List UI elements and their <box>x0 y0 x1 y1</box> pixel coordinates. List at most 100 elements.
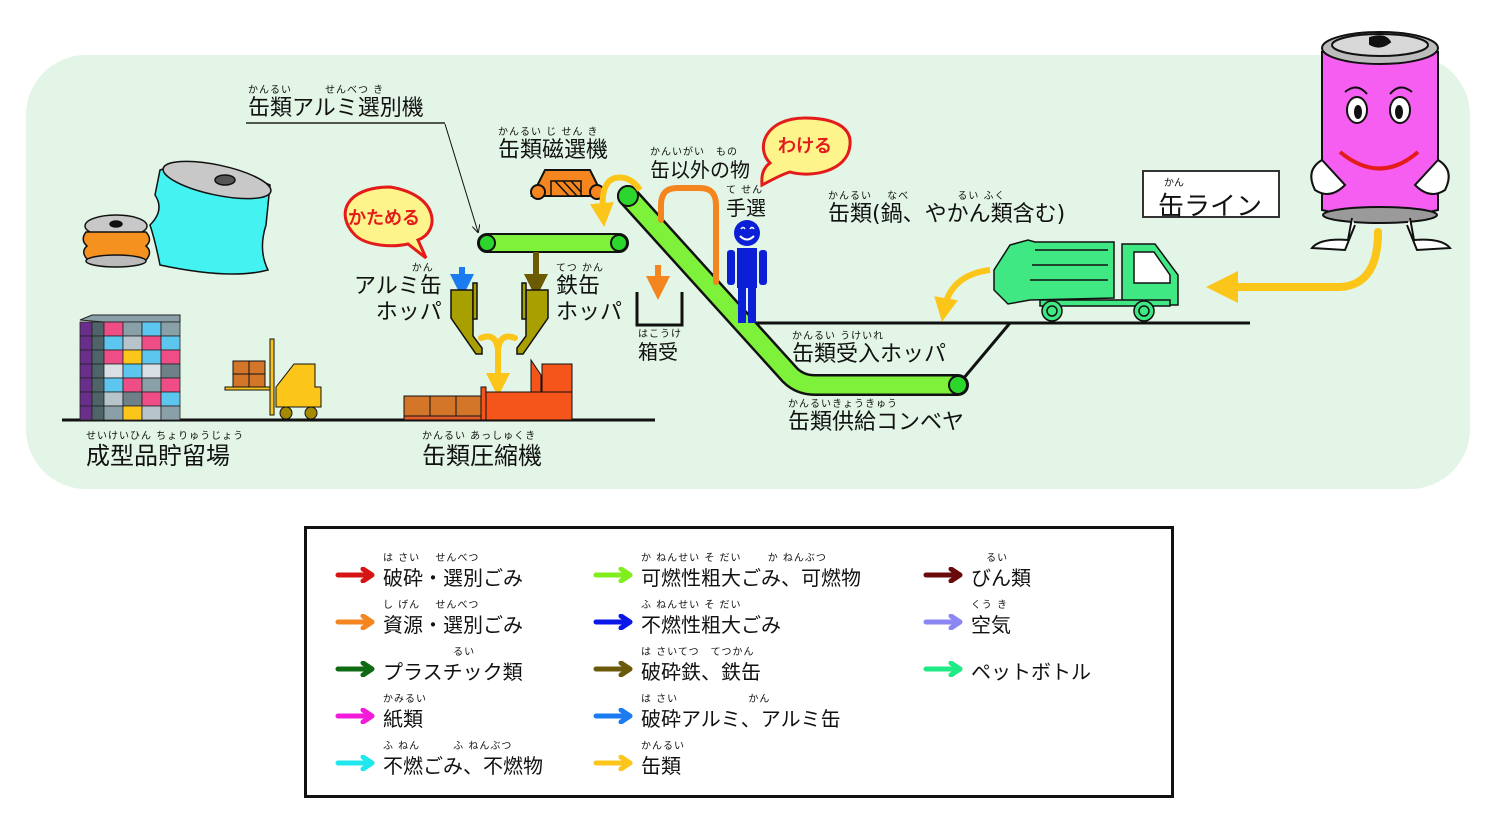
legend-item-label: 破砕アルミ、アルミ缶 <box>641 707 841 731</box>
legend-item-ruby: るい <box>383 647 476 658</box>
legend-item-ruby: は さい かん <box>641 694 771 705</box>
label-iron-hopper: てつ かん 鉄缶 ホッパ <box>556 263 623 325</box>
legend-arrow-icon <box>593 567 633 583</box>
legend-item-label: 空気 <box>971 613 1011 637</box>
legend-arrow-icon <box>923 567 963 583</box>
pallet-cell <box>79 321 93 337</box>
pallet-cell <box>103 335 124 351</box>
pallet-cell <box>160 405 181 421</box>
pallet-cell <box>122 349 143 365</box>
legend-arrow-icon <box>335 614 375 630</box>
non-can-flow-arrow <box>658 185 719 285</box>
pallet-stack <box>79 314 181 421</box>
mascot-flow-line <box>1336 228 1382 291</box>
pallet-cell <box>79 335 93 351</box>
compress-bubble-text: かためる <box>348 208 420 229</box>
hand-sort-worker <box>727 220 767 323</box>
legend-item-ruby: ふ ねんせい そ だい <box>641 600 742 611</box>
garbage-truck <box>993 239 1179 322</box>
can-mascot <box>1310 31 1452 252</box>
merge-can-flow-arrow <box>478 333 518 386</box>
pallet-cell <box>79 349 93 365</box>
can-flow-arrow-to-sorter <box>589 174 643 227</box>
aluminum-sorter-conveyor <box>477 233 629 253</box>
legend-item-ruby: か ねんせい そ だい か ねんぶつ <box>641 553 827 564</box>
magnetic-sorter <box>530 169 605 200</box>
legend-arrow-icon <box>593 614 633 630</box>
legend-arrow-icon <box>335 567 375 583</box>
pallet-cell <box>103 321 124 337</box>
pallet-cell <box>160 391 181 407</box>
pallet-cell <box>103 349 124 365</box>
pallet-cell <box>103 405 124 421</box>
sort-bubble-text: わける <box>778 136 832 157</box>
legend-item-label: 破砕鉄、鉄缶 <box>641 660 761 684</box>
crushed-cans <box>82 160 272 275</box>
pallet-cell <box>160 335 181 351</box>
label-aluminum-hopper: かん アルミ缶 ホッパ <box>354 263 442 325</box>
pallet-cell <box>122 335 143 351</box>
pallet-cell <box>79 377 93 393</box>
label-magnetic-sorter: かんるい じ せん き 缶類磁選機 <box>498 127 609 163</box>
pallet-cell <box>122 321 143 337</box>
pallet-cell <box>91 377 105 393</box>
legend-arrow-icon <box>593 755 633 771</box>
label-cans-including-pots: かんるい なべ るい ふく 缶類(鍋、やかん類含む) <box>828 191 1066 227</box>
label-hand-sort: て せん 手選 <box>726 185 766 220</box>
legend-arrow-icon <box>923 614 963 630</box>
can-line-title: 缶ライン <box>1158 192 1263 222</box>
legend-item-label: 不燃性粗大ごみ <box>641 613 781 637</box>
aluminum-hopper <box>450 282 483 355</box>
pallet-cell <box>141 377 162 393</box>
can-compactor <box>403 358 573 421</box>
label-supply-conveyor: かんるいきょうきゅう 缶類供給コンベヤ <box>788 399 965 435</box>
pallet-cell <box>141 391 162 407</box>
sorter-pointer-line <box>444 123 478 232</box>
legend-item-label: 紙類 <box>383 707 423 731</box>
pallet-cell <box>141 349 162 365</box>
forklift <box>224 338 322 420</box>
pallet-cell <box>160 377 181 393</box>
pallet-cell <box>141 363 162 379</box>
sort-speech-bubble: わける <box>760 116 852 188</box>
legend-arrow-icon <box>335 708 375 724</box>
pallet-cell <box>79 363 93 379</box>
pallet-cell <box>91 391 105 407</box>
pallet-cell <box>103 377 124 393</box>
label-non-can: かんいがい もの 缶以外の物 <box>650 147 750 182</box>
box-receiver <box>635 292 684 327</box>
legend-item-ruby: ふ ねん ふ ねんぶつ <box>383 741 513 752</box>
legend-arrow-icon <box>335 661 375 677</box>
compress-speech-bubble: かためる <box>343 185 434 260</box>
pallet-cell <box>91 335 105 351</box>
label-storage-area: せいけいひん ちょりゅうじょう 成型品貯留場 <box>86 431 245 470</box>
pallet-cell <box>160 363 181 379</box>
legend-item-label: 不燃ごみ、不燃物 <box>383 754 543 778</box>
pallet-cell <box>160 321 181 337</box>
legend-item-label: びん類 <box>971 566 1031 590</box>
label-compactor: かんるい あっしゅくき 缶類圧縮機 <box>422 431 542 470</box>
legend-arrow-icon <box>593 661 633 677</box>
legend-item-ruby: かんるい <box>641 741 685 752</box>
legend-item-label: ペットボトル <box>971 660 1091 684</box>
legend-item-ruby: は さい せんべつ <box>383 553 480 564</box>
label-aluminum-sorter: かんるい せんべつ き 缶類アルミ選別機 <box>248 85 424 121</box>
pallet-cell <box>141 335 162 351</box>
legend-item-label: プラスチック類 <box>383 660 523 684</box>
pallet-top <box>79 314 181 323</box>
pallet-cell <box>79 391 93 407</box>
legend-arrow-icon <box>923 661 963 677</box>
legend-item-label: 資源・選別ごみ <box>383 613 523 637</box>
pallet-cell <box>91 321 105 337</box>
supply-conveyor <box>617 185 969 396</box>
legend-item-label: 可燃性粗大ごみ、可燃物 <box>641 566 861 590</box>
pallet-cell <box>91 363 105 379</box>
truck-unload-arrow <box>934 267 991 322</box>
pallet-cell <box>122 391 143 407</box>
pallet-cell <box>122 405 143 421</box>
pallet-cell <box>103 391 124 407</box>
pallet-cell <box>91 349 105 365</box>
legend-item-ruby: し げん せんべつ <box>383 600 480 611</box>
legend: は さい せんべつ破砕・選別ごみし げん せんべつ資源・選別ごみ るいプラスチッ… <box>304 526 1174 798</box>
